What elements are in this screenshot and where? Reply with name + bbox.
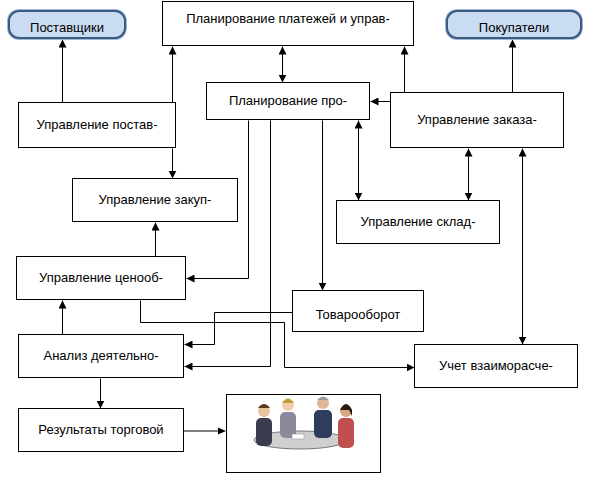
box-label: Учет взаиморасче- [439, 359, 553, 374]
party-box: Поставщики [8, 10, 126, 39]
party-box: Покупатели [446, 10, 582, 39]
box-label: Управление склад- [361, 215, 476, 230]
person-body [280, 412, 296, 438]
flow-arrow [282, 47, 283, 83]
person-head [282, 399, 294, 411]
process-box: Планирование про- [206, 82, 370, 120]
leader-line [184, 431, 220, 432]
process-box: Управление заказа- [390, 92, 564, 148]
person-head [340, 405, 352, 417]
box-label: Результаты торговой [38, 423, 163, 438]
person-body [256, 418, 272, 446]
paper-sheet [292, 434, 304, 439]
table-top [254, 431, 346, 449]
flow-arrow [404, 47, 405, 93]
box-label: Планирование платежей и управ- [186, 12, 390, 27]
flow-arrow [172, 149, 173, 179]
process-box: Управление склад- [336, 200, 500, 244]
box-label: Планирование про- [229, 94, 347, 109]
flow-arrow [62, 301, 63, 335]
person-hair [340, 404, 352, 416]
process-box: Результаты торговой [18, 408, 184, 452]
box-label: Управление ценооб- [39, 271, 163, 286]
person-head [317, 397, 329, 409]
flow-arrow [172, 47, 173, 103]
flow-arrow [358, 121, 359, 201]
box-label: Управление постав- [37, 118, 158, 133]
box-label: Анализ деятельно- [43, 349, 158, 364]
flow-arrow [512, 40, 513, 93]
flow-arrow [185, 121, 271, 367]
process-box: Товарооборот [292, 290, 424, 332]
process-box: Управление ценооб- [16, 256, 186, 300]
person-hair [317, 397, 329, 401]
arrow-head [218, 428, 226, 435]
process-box: Учет взаиморасче- [414, 344, 578, 388]
flow-arrow [185, 313, 293, 345]
flow-arrow [100, 379, 101, 409]
flow-arrow [522, 149, 523, 345]
box-label: Товарооборот [316, 308, 401, 323]
person-body [338, 418, 354, 448]
person-hair [258, 404, 270, 408]
person-body [314, 410, 332, 438]
person-head [258, 405, 270, 417]
process-box: Управление закуп- [72, 178, 238, 222]
box-label: Управление заказа- [417, 113, 537, 128]
box-label: Поставщики [30, 21, 104, 36]
meeting-illustration [254, 397, 354, 450]
flow-arrow [322, 121, 323, 291]
box-label: Покупатели [479, 21, 549, 36]
illustration-frame [227, 395, 381, 473]
person-hair [282, 399, 294, 404]
flow-arrow [371, 101, 391, 102]
flow-arrow [155, 223, 156, 257]
process-box: Анализ деятельно- [18, 334, 184, 378]
box-label: Управление закуп- [99, 193, 212, 208]
flow-arrow [468, 149, 469, 201]
process-box: Планирование платежей и управ- [162, 1, 414, 46]
flow-arrow [62, 40, 63, 103]
process-box: Управление постав- [18, 102, 176, 148]
